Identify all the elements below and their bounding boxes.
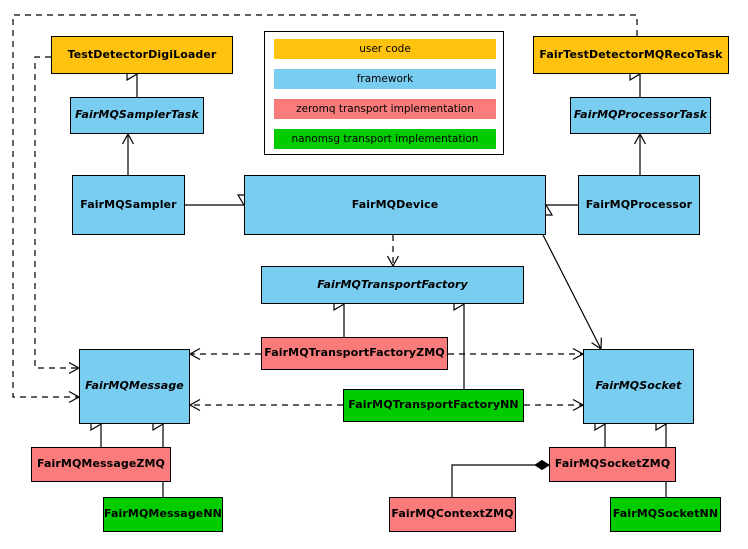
edge-device-to-socket	[542, 234, 602, 351]
class-node-fairmqtransportfactory[interactable]: FairMQTransportFactory	[261, 266, 524, 304]
legend-item-zeromq: zeromq transport implementation	[274, 99, 496, 119]
class-node-fairmqprocessortask[interactable]: FairMQProcessorTask	[570, 97, 711, 134]
class-node-fairmqsamplertask[interactable]: FairMQSamplerTask	[70, 97, 204, 134]
edge-socketzmq-composition-contextzmq	[451, 459, 550, 497]
class-node-fairmqtransportfactoryzmq[interactable]: FairMQTransportFactoryZMQ	[261, 337, 448, 370]
class-label: FairMQDevice	[351, 197, 439, 211]
class-label: FairMQSocket	[595, 379, 682, 393]
legend-label-framework: framework	[356, 73, 414, 85]
class-label: FairTestDetectorMQRecoTask	[539, 47, 723, 61]
legend-label-nanomsg: nanomsg transport implementation	[291, 133, 479, 145]
class-node-fairmqsocketzmq[interactable]: FairMQSocketZMQ	[549, 447, 676, 482]
class-node-fairtestdetectormqrecotask[interactable]: FairTestDetectorMQRecoTask	[533, 36, 729, 74]
class-node-fairmqsampler[interactable]: FairMQSampler	[72, 175, 185, 235]
class-label: FairMQMessageNN	[104, 507, 222, 521]
class-node-fairmqdevice[interactable]: FairMQDevice	[244, 175, 546, 235]
class-node-fairmqprocessor[interactable]: FairMQProcessor	[578, 175, 700, 235]
class-node-fairmqtransportfactorynn[interactable]: FairMQTransportFactoryNN	[343, 389, 524, 422]
class-node-fairmqmessage[interactable]: FairMQMessage	[79, 349, 190, 424]
class-label: FairMQSocketZMQ	[554, 457, 671, 471]
class-node-fairmqmessagezmq[interactable]: FairMQMessageZMQ	[31, 447, 171, 482]
class-node-fairmqsocket[interactable]: FairMQSocket	[583, 349, 694, 424]
class-node-fairmqmessagenn[interactable]: FairMQMessageNN	[103, 497, 223, 532]
class-node-fairmqcontextzmq[interactable]: FairMQContextZMQ	[389, 497, 516, 532]
class-label: TestDetectorDigiLoader	[67, 47, 217, 61]
class-label: FairMQSamplerTask	[75, 108, 199, 122]
class-label: FairMQSocketNN	[612, 507, 719, 521]
class-label: FairMQMessageZMQ	[37, 457, 165, 471]
class-label: FairMQTransportFactory	[317, 277, 468, 291]
legend-item-nanomsg: nanomsg transport implementation	[274, 129, 496, 149]
class-label: FairMQProcessorTask	[573, 108, 708, 122]
legend-item-framework: framework	[274, 69, 496, 89]
class-label: FairMQMessage	[85, 379, 184, 393]
legend-label-zeromq: zeromq transport implementation	[296, 103, 474, 115]
class-label: FairMQProcessor	[585, 197, 693, 211]
class-label: FairMQTransportFactoryNN	[348, 398, 519, 412]
class-label: FairMQContextZMQ	[391, 507, 514, 521]
legend-item-user-code: user code	[274, 39, 496, 59]
legend-box: user code framework zeromq transport imp…	[264, 31, 504, 155]
class-label: FairMQTransportFactoryZMQ	[264, 346, 445, 360]
class-label: FairMQSampler	[80, 197, 177, 211]
legend-label-user-code: user code	[359, 43, 411, 55]
class-node-fairmqsocketnn[interactable]: FairMQSocketNN	[610, 497, 721, 532]
class-node-testdetectordigiloader[interactable]: TestDetectorDigiLoader	[51, 36, 233, 74]
